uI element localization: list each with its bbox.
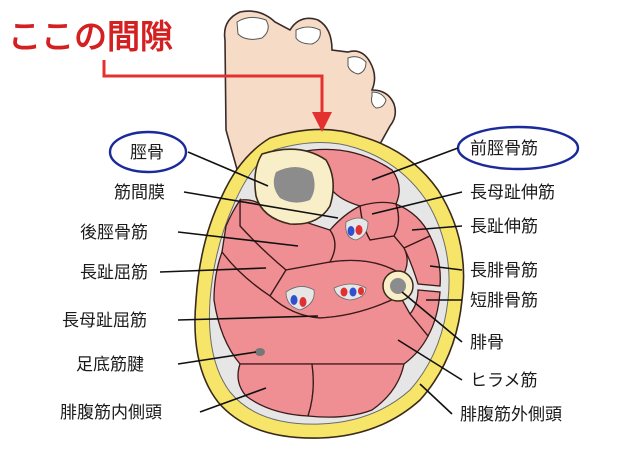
label-edl: 長趾伸筋 (470, 217, 538, 237)
right-leader-lines (371, 147, 463, 415)
label-fdl: 長趾屈筋 (80, 263, 148, 283)
label-soleus: ヒラメ筋 (470, 371, 538, 391)
peroneus-longus-muscle (403, 235, 441, 287)
label-ehl: 長母趾伸筋 (470, 183, 555, 203)
soleus-muscle (213, 250, 429, 365)
label-fascia: 筋間膜 (114, 183, 165, 203)
label-gastrocnemius-lateral: 腓腹筋外側頭 (460, 405, 562, 425)
gap-arrow (102, 60, 332, 132)
label-tibialis-posterior: 後脛骨筋 (80, 223, 148, 243)
tibia-bone (254, 148, 334, 225)
label-plantaris-tendon: 足底筋腱 (76, 355, 144, 375)
label-tibia: 脛骨 (130, 143, 164, 163)
label-fibula: 腓骨 (470, 333, 504, 353)
tibia-label-highlight (108, 130, 188, 174)
label-peroneus-longus: 長腓骨筋 (470, 261, 538, 281)
label-tibialis-anterior: 前脛骨筋 (470, 139, 538, 159)
left-leader-lines (159, 151, 339, 413)
label-gastrocnemius-medial: 腓腹筋内側頭 (60, 403, 162, 423)
diagram-title: ここの間隙 (8, 17, 173, 56)
label-peroneus-brevis: 短腓骨筋 (470, 291, 538, 311)
left-labels: 脛骨 筋間膜 後脛骨筋 長趾屈筋 長母趾屈筋 足底筋腱 腓腹筋内側頭 (60, 130, 188, 423)
gastrocnemius-lateral-muscle (307, 363, 405, 418)
right-labels: 前脛骨筋 長母趾伸筋 長趾伸筋 長腓骨筋 短腓骨筋 腓骨 ヒラメ筋 腓腹筋外側頭 (456, 125, 580, 425)
label-fhl: 長母趾屈筋 (62, 311, 147, 331)
blood-vessels (255, 217, 369, 356)
fibula-bone (382, 270, 414, 302)
